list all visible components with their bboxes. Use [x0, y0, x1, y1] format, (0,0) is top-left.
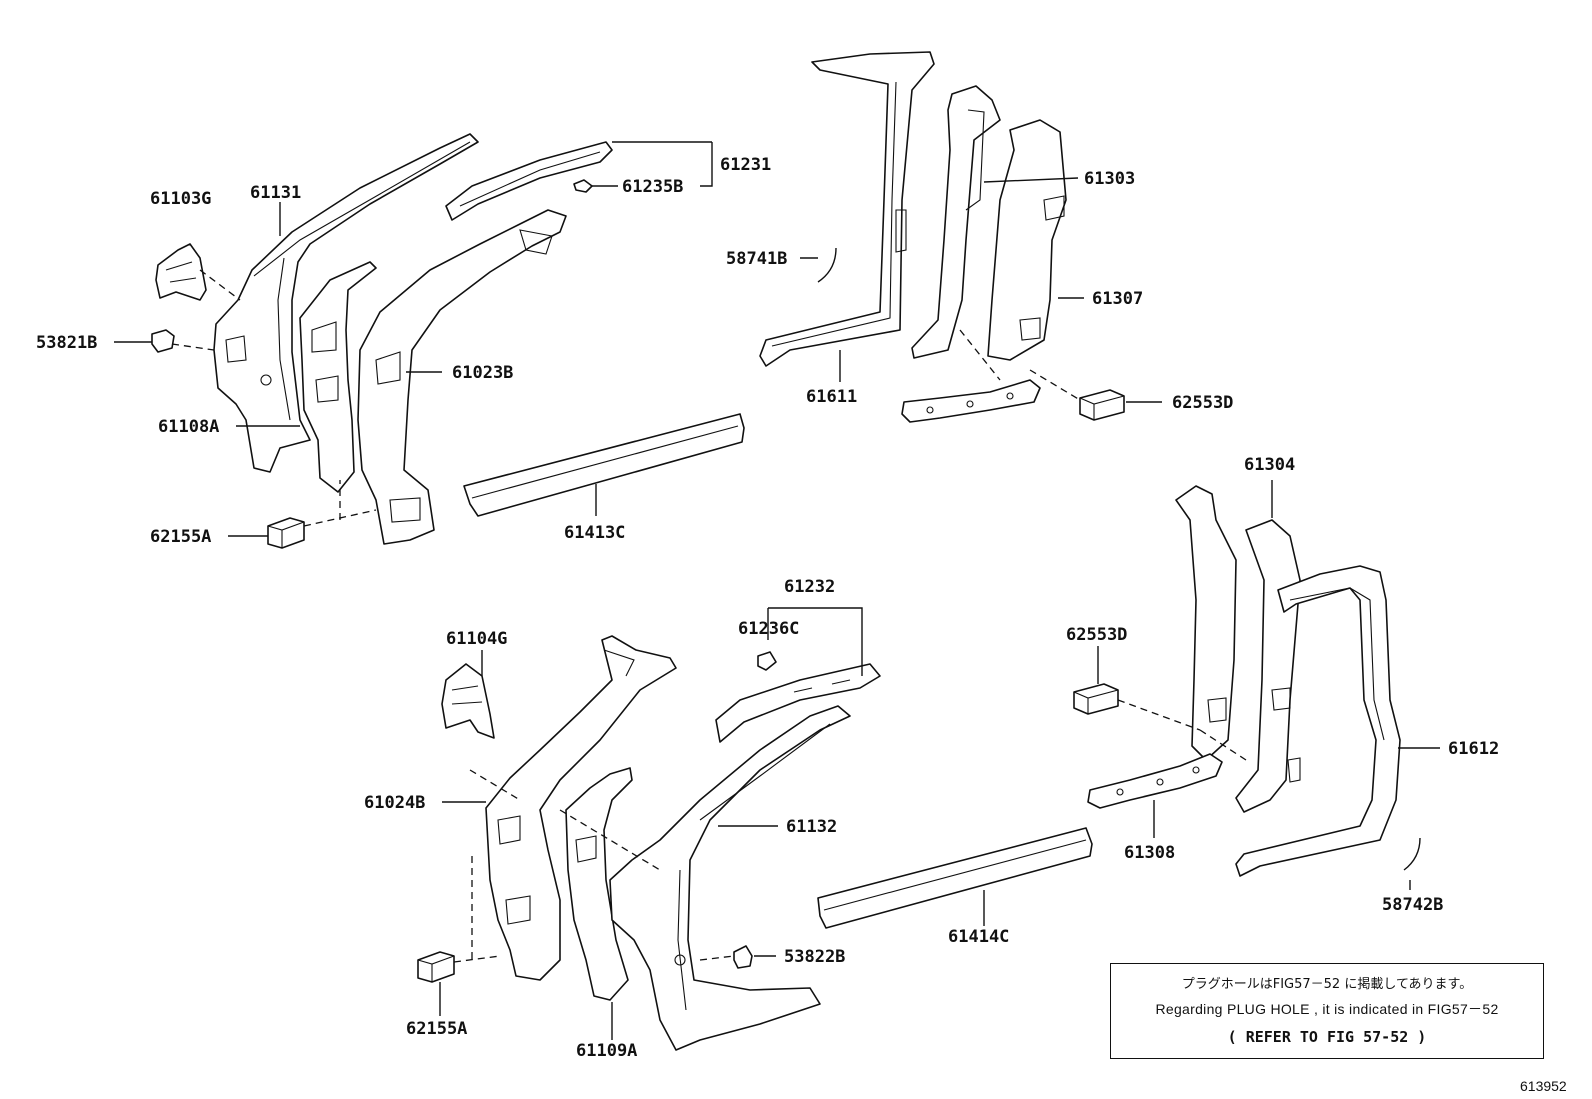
label-62155A-top: 62155A [150, 527, 211, 547]
part-62155A-spacer-top [267, 517, 305, 549]
label-61131: 61131 [250, 183, 301, 203]
part-62553D-block-bottom [1073, 683, 1119, 715]
label-61132: 61132 [786, 817, 837, 837]
figure-number: 613952 [1520, 1078, 1567, 1094]
part-58742B-weatherstrip [1403, 837, 1421, 871]
label-58741B: 58741B [726, 249, 787, 269]
part-61612-side-frame [1235, 565, 1401, 877]
label-61611: 61611 [806, 387, 857, 407]
part-labels: 61231 61235B 61103G 61131 53821B 61023B … [36, 155, 1499, 1061]
leader-lines [114, 141, 1440, 1040]
part-61235B-clip [573, 179, 593, 193]
part-62553D-block-top [1079, 389, 1125, 421]
part-61611-side-frame [759, 51, 935, 367]
label-61612: 61612 [1448, 739, 1499, 759]
part-61231-roof-rail [445, 141, 613, 221]
part-61414C-rocker [817, 827, 1093, 929]
part-58741B-weatherstrip [817, 247, 837, 283]
part-61308-lower-strip [1087, 753, 1223, 809]
notice-japanese: プラグホールはFIG57－52 に掲載してあります。 [1181, 977, 1473, 992]
part-61308-reinforcement [1175, 485, 1237, 761]
label-61108A: 61108A [158, 417, 219, 437]
part-61024B-inner [485, 635, 677, 981]
label-61303: 61303 [1084, 169, 1135, 189]
plug-hole-notice: プラグホールはFIG57－52 に掲載してあります。 Regarding PLU… [1110, 963, 1544, 1059]
label-61024B: 61024B [364, 793, 425, 813]
label-61103G: 61103G [150, 189, 211, 209]
part-61413C-rocker [463, 413, 745, 517]
part-61131-outer-panel [213, 133, 479, 473]
label-61231: 61231 [720, 155, 771, 175]
label-53821B: 53821B [36, 333, 97, 353]
label-61308: 61308 [1124, 843, 1175, 863]
part-53821B-plug [151, 329, 175, 353]
part-61103G-bracket [155, 243, 207, 301]
notice-refer: ( REFER TO FIG 57-52 ) [1227, 1028, 1427, 1046]
label-61109A: 61109A [576, 1041, 637, 1061]
label-61232: 61232 [784, 577, 835, 597]
part-61108A-inner-pillar [299, 261, 377, 493]
assembly-dashed-lines [171, 269, 1247, 963]
label-61413C: 61413C [564, 523, 625, 543]
notice-english: Regarding PLUG HOLE , it is indicated in… [1155, 1001, 1499, 1017]
part-61232-roof-rail [715, 663, 881, 743]
part-61304-pillar [1235, 519, 1301, 813]
part-61132-outer-panel [609, 705, 851, 1051]
part-61303-center-pillar [911, 85, 1001, 359]
label-61236C: 61236C [738, 619, 799, 639]
part-61307-lower-strip [901, 379, 1041, 423]
part-61236C-clip [757, 651, 777, 671]
label-62155A-bottom: 62155A [406, 1019, 467, 1039]
label-61023B: 61023B [452, 363, 513, 383]
part-53822B-plug [733, 945, 753, 969]
label-61307: 61307 [1092, 289, 1143, 309]
part-62155A-spacer-bottom [417, 951, 455, 983]
part-61104G-bracket [441, 663, 495, 739]
label-62553D-bottom: 62553D [1066, 625, 1127, 645]
label-61414C: 61414C [948, 927, 1009, 947]
part-61307-reinforcement [987, 119, 1067, 361]
label-62553D-top: 62553D [1172, 393, 1233, 413]
part-61023B-reinforcement [357, 209, 567, 545]
label-61235B: 61235B [622, 177, 683, 197]
label-61104G: 61104G [446, 629, 507, 649]
label-58742B: 58742B [1382, 895, 1443, 915]
label-53822B: 53822B [784, 947, 845, 967]
label-61304: 61304 [1244, 455, 1295, 475]
